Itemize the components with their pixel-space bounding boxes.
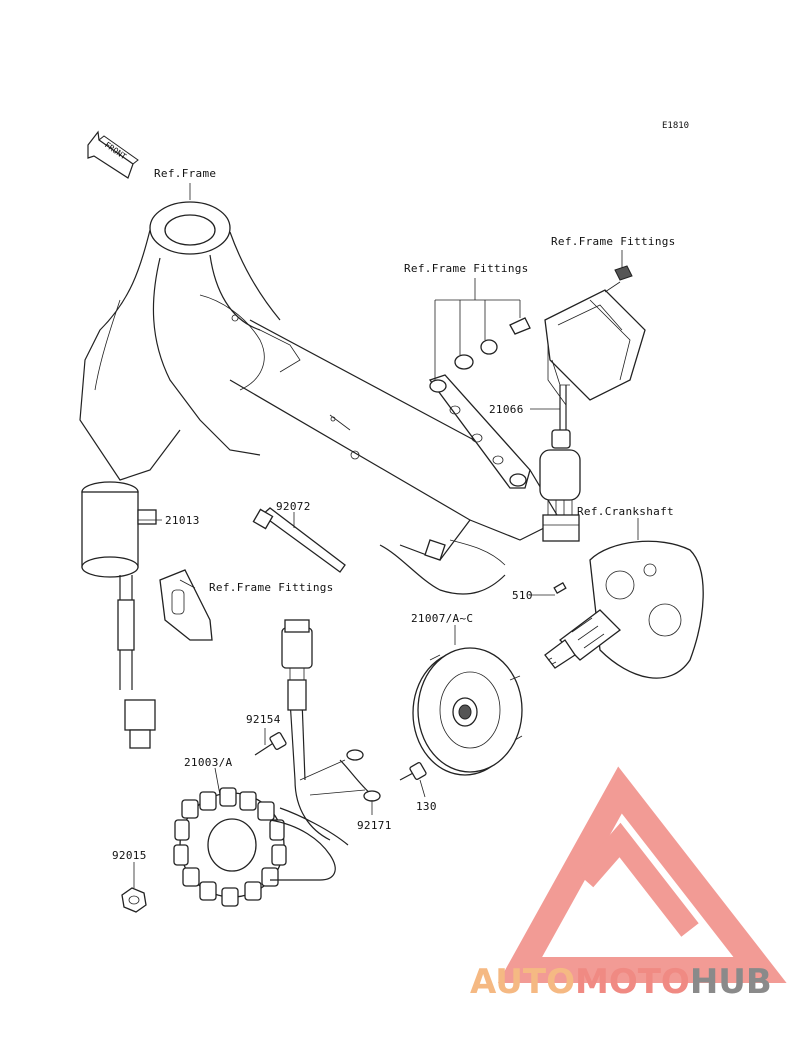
label-21003: 21003/A [184, 756, 233, 769]
label-ref-frame: Ref.Frame [154, 167, 217, 180]
leader-lines [133, 183, 639, 888]
label-92171: 92171 [357, 819, 392, 832]
pickup-coil-icon [81, 481, 157, 749]
label-130: 130 [416, 800, 437, 813]
label-ref-frame-fittings-mid: Ref.Frame Fittings [404, 262, 529, 275]
crankshaft-icon [544, 540, 704, 679]
label-ref-frame-fittings-top: Ref.Frame Fittings [551, 235, 676, 248]
watermark-logo-icon [497, 766, 787, 983]
front-arrow-icon: FRONT [87, 130, 139, 179]
label-ref-frame-fittings-low: Ref.Frame Fittings [209, 581, 334, 594]
label-92072: 92072 [276, 500, 311, 513]
frame-icon [79, 201, 561, 595]
bolt-92154-icon [254, 732, 287, 756]
fittings-leaders [434, 250, 623, 380]
label-21013: 21013 [165, 514, 200, 527]
watermark-part-hub: HUB [689, 962, 772, 1002]
label-21066: 21066 [489, 403, 524, 416]
label-92154: 92154 [246, 713, 281, 726]
cable-tie-icon [252, 507, 346, 573]
stator-icon [173, 619, 381, 907]
rotor-icon [412, 647, 523, 776]
watermark-text: AUTOMOTOHUB [470, 962, 772, 1002]
diagram-code: E1810 [662, 121, 690, 131]
watermark-part-moto: MOTO [574, 962, 690, 1002]
bolt-130-icon [399, 762, 427, 781]
bracket-icon [159, 569, 213, 641]
frame-fitting-bracket [428, 317, 531, 489]
label-ref-crankshaft: Ref.Crankshaft [577, 505, 674, 518]
nut-92015-icon [121, 887, 147, 913]
regulator-icon [539, 265, 646, 542]
watermark-part-auto: AUTO [470, 962, 575, 1002]
label-21007: 21007/A~C [411, 612, 474, 625]
label-92015: 92015 [112, 849, 147, 862]
label-510: 510 [512, 589, 533, 602]
